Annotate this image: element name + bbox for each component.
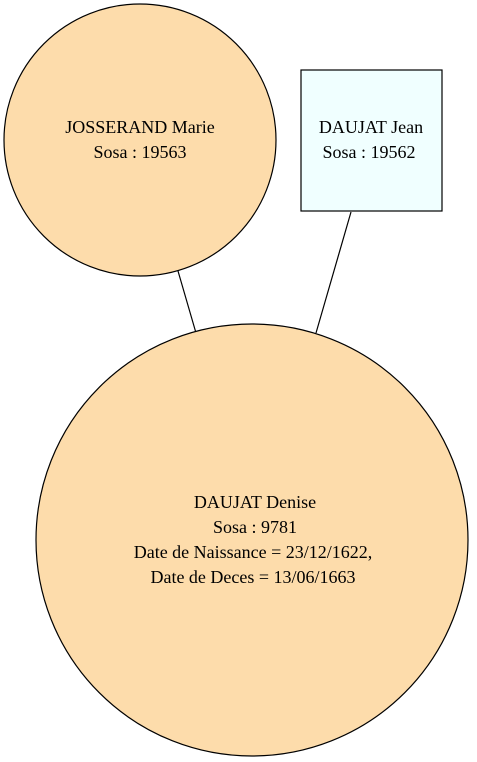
node-child: DAUJAT Denise Sosa : 9781 Date de Naissa… [35, 323, 469, 757]
node-father: DAUJAT Jean Sosa : 19562 [300, 69, 443, 212]
node-child-death: Date de Deces = 13/06/1663 [150, 567, 355, 587]
edge-mother-child [177, 270, 197, 334]
node-father-name: DAUJAT Jean [319, 117, 423, 137]
node-child-name: DAUJAT Denise [194, 492, 316, 512]
node-mother-shape [3, 3, 277, 277]
node-father-sosa: Sosa : 19562 [322, 142, 415, 162]
node-mother-name: JOSSERAND Marie [65, 117, 215, 137]
node-child-sosa: Sosa : 9781 [213, 517, 297, 537]
edge-father-child [315, 211, 352, 334]
node-child-shape [35, 323, 469, 757]
node-mother-sosa: Sosa : 19563 [93, 142, 186, 162]
node-child-birth: Date de Naissance = 23/12/1622, [134, 542, 373, 562]
node-mother: JOSSERAND Marie Sosa : 19563 [3, 3, 277, 277]
node-father-shape [300, 69, 443, 212]
